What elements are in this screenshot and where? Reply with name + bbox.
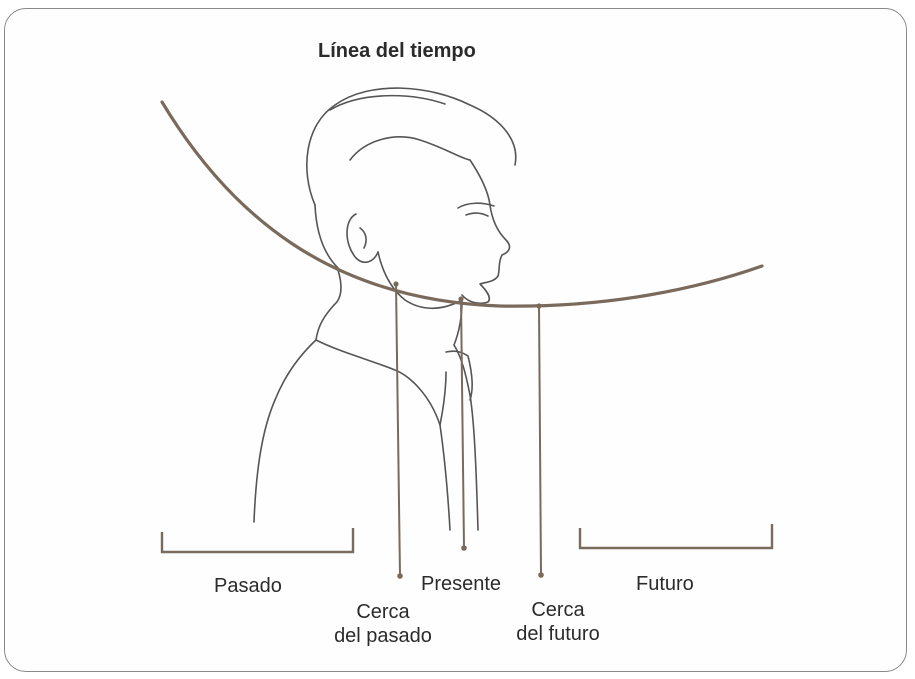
label-near-past-line1: Cerca	[356, 601, 410, 623]
label-near-future: Cerca del futuro	[502, 598, 614, 646]
label-near-future-line2: del futuro	[516, 623, 600, 645]
marker-present	[458, 296, 467, 551]
bracket-future	[578, 524, 774, 550]
marker-near-past	[393, 281, 403, 579]
diagram-title: Línea del tiempo	[318, 40, 476, 62]
timeline-arc	[160, 100, 764, 308]
label-near-future-line1: Cerca	[531, 599, 585, 621]
bracket-past	[160, 528, 355, 554]
label-future: Futuro	[636, 573, 694, 595]
label-near-past-line2: del pasado	[334, 625, 432, 647]
label-near-past: Cerca del pasado	[320, 600, 446, 648]
label-past: Pasado	[214, 575, 282, 597]
label-present: Presente	[421, 573, 502, 595]
marker-near-future	[536, 303, 544, 578]
person-profile-illustration	[253, 87, 517, 531]
